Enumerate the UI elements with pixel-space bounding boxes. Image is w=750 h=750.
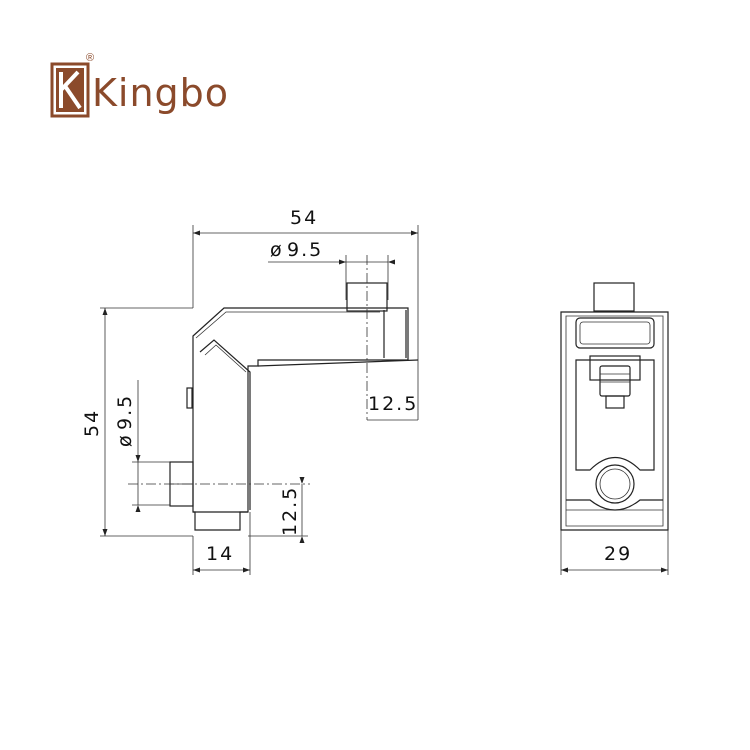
diameter-symbol-top: ø (270, 239, 284, 261)
dim-bottom-width: 14 (206, 543, 234, 565)
registered-mark: ® (86, 52, 95, 64)
kingbo-logo-icon (50, 62, 90, 118)
side-view: 54 ø 9.5 54 ø 9.5 (81, 207, 419, 575)
dim-front-width: 29 (604, 543, 632, 565)
brand-logo: ® Kingbo (50, 52, 228, 122)
dim-top-width: 54 (290, 207, 318, 229)
dim-top-hole: 9.5 (287, 239, 323, 261)
front-view: 29 (560, 282, 669, 575)
dim-top-offset: 12.5 (368, 393, 418, 415)
brand-name: Kingbo (92, 71, 230, 115)
diameter-symbol-side: ø (114, 433, 136, 447)
dim-side-offset: 12.5 (279, 486, 301, 536)
dim-height: 54 (81, 409, 103, 437)
dim-side-hole: 9.5 (114, 394, 136, 430)
